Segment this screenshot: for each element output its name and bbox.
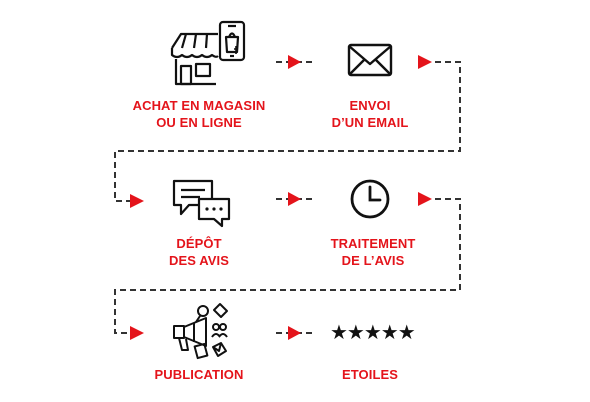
step-label-traitement: TRAITEMENT DE L’AVIS — [330, 236, 416, 268]
clock-icon — [350, 179, 390, 219]
connector-2-3 — [114, 61, 461, 202]
five-stars-icon: ★★★★★ — [330, 322, 416, 344]
step-label-etoiles: ETOILES — [341, 367, 399, 382]
envelope-icon — [347, 43, 393, 77]
arrow-head — [288, 326, 301, 340]
arrow-head — [288, 55, 301, 69]
chat-bubbles-icon — [172, 179, 231, 228]
step-label-envoi: ENVOI D’UN EMAIL — [331, 98, 409, 130]
shop-phone-icon — [170, 20, 246, 86]
arrow-head — [418, 55, 432, 69]
step-label-achat: ACHAT EN MAGASIN OU EN LIGNE — [132, 98, 266, 130]
connector-4-5 — [114, 198, 461, 334]
chat-dots — [205, 207, 223, 211]
step-label-depot: DÉPÔT DES AVIS — [168, 236, 230, 268]
arrow-head — [288, 192, 301, 206]
step-label-publication: PUBLICATION — [154, 367, 244, 382]
arrow-head — [418, 192, 432, 206]
megaphone-icon — [173, 303, 228, 360]
arrow-head — [130, 194, 144, 208]
arrow-head — [130, 326, 144, 340]
